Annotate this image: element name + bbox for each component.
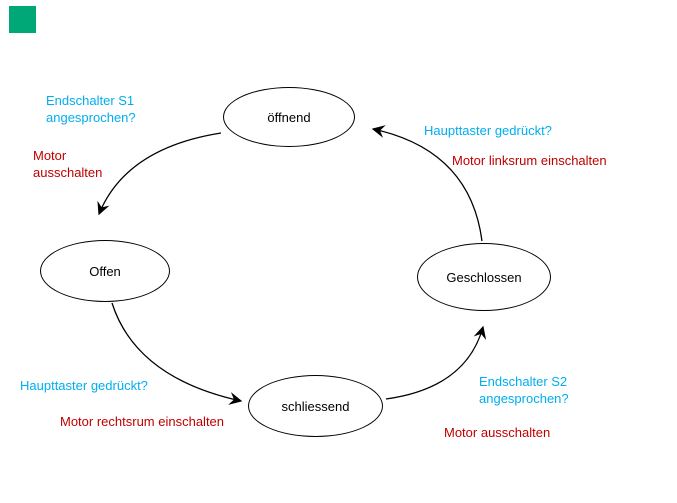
transition-condition-haupttaster-unten: Haupttaster gedrückt? [20,378,148,393]
transition-action-motor-rechtsrum: Motor rechtsrum einschalten [60,414,225,429]
corner-square [9,6,36,33]
state-offen: Offen [40,240,170,302]
transition-action-motor-aus-links: Motor ausschalten [33,148,103,180]
transition-action-motor-linksrum: Motor linksrum einschalten [452,153,607,168]
arrow-offen-to-schliessend [111,302,243,405]
transition-condition-s2: Endschalter S2 angesprochen? [479,374,569,406]
transition-condition-haupttaster-oben: Haupttaster gedrückt? [424,123,552,138]
state-label: schliessend [281,398,350,414]
arrow-oeffnend-to-offen [97,132,222,216]
state-oeffnend: öffnend [223,87,355,147]
arrow-schliessend-to-geschlossen [385,325,487,400]
state-label: Geschlossen [446,269,522,285]
transition-action-motor-aus-rechts: Motor ausschalten [444,425,551,440]
state-schliessend: schliessend [248,375,383,437]
state-geschlossen: Geschlossen [417,243,551,311]
transition-condition-s1: Endschalter S1 angesprochen? [46,93,136,125]
state-label: Offen [89,263,121,279]
arrow-geschlossen-to-oeffnend [371,125,483,242]
state-label: öffnend [267,109,311,125]
